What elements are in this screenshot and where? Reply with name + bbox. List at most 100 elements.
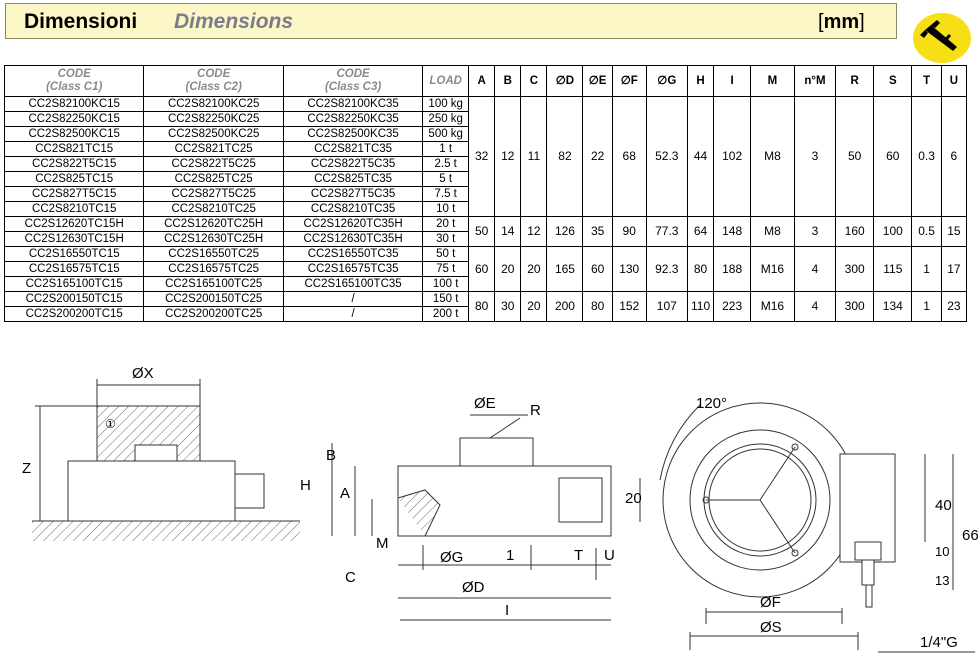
code-cell: CC2S16550TC25 (143, 246, 284, 262)
dimension-cell: 300 (835, 246, 875, 292)
dimension-cell: 20 (520, 291, 548, 322)
code-cell: CC2S12620TC25H (143, 216, 284, 232)
front-view (331, 414, 641, 621)
dimension-cell: 80 (686, 246, 715, 292)
code-cell: CC2S827T5C35 (282, 186, 424, 202)
label-66: 66 (962, 527, 979, 544)
dimension-cell: 60 (468, 246, 496, 292)
code-cell: CC2S822T5C15 (3, 156, 145, 172)
dimension-cell: 17 (940, 246, 968, 292)
load-cell: 50 t (422, 246, 470, 262)
dimension-cell: 4 (793, 291, 837, 322)
load-cell: 75 t (422, 261, 470, 277)
dimension-cell: 1 (911, 246, 942, 292)
dimension-cell: 23 (940, 291, 968, 322)
dimensions-table: CODE(Class C1) CODE(Class C2) CODE(Class… (3, 65, 968, 322)
dimension-cell: 44 (686, 96, 715, 217)
code-cell: CC2S822T5C25 (143, 156, 284, 172)
code-cell: CC2S827T5C25 (143, 186, 284, 202)
header-col: I (713, 65, 752, 97)
header-col: A (468, 65, 496, 97)
code-cell: / (282, 291, 424, 307)
load-cell: 30 t (422, 231, 470, 247)
label-angle: 120° (696, 395, 727, 412)
code-cell: CC2S825TC15 (3, 171, 145, 187)
load-cell: 7.5 t (422, 186, 470, 202)
label-ox: ØX (132, 365, 154, 382)
dimension-cell: 160 (835, 216, 875, 247)
code-cell: CC2S82250KC15 (3, 111, 145, 127)
dimension-cell: M8 (750, 216, 795, 247)
side-view (32, 379, 300, 541)
dimension-cell: 80 (582, 291, 613, 322)
header-code-c3: CODE(Class C3) (282, 65, 424, 97)
dimension-cell: M16 (750, 291, 795, 322)
dimension-cell: 148 (713, 216, 752, 247)
code-cell: CC2S165100TC35 (282, 276, 424, 292)
dimension-cell: 1 (911, 291, 942, 322)
load-cell: 150 t (422, 291, 470, 307)
header-col: ∅D (546, 65, 584, 97)
code-cell: CC2S82100KC35 (282, 96, 424, 112)
dimension-cell: 6 (940, 96, 968, 217)
dimension-cell: 0.3 (911, 96, 942, 217)
header-col: T (911, 65, 942, 97)
label-og: ØG (440, 549, 463, 566)
code-cell: CC2S16550TC15 (3, 246, 145, 262)
dimension-cell: 223 (713, 291, 752, 322)
dimension-cell: 165 (546, 246, 584, 292)
header-code-c2: CODE(Class C2) (143, 65, 284, 97)
label-20: 20 (625, 490, 642, 507)
header-col: H (686, 65, 715, 97)
label-thread: 1/4"G (920, 634, 958, 651)
code-cell: CC2S825TC35 (282, 171, 424, 187)
load-cell: 200 t (422, 306, 470, 322)
dimension-cell: 80 (468, 291, 496, 322)
dimension-cell: 14 (494, 216, 522, 247)
code-cell: CC2S82100KC15 (3, 96, 145, 112)
label-oe: ØE (474, 395, 496, 412)
load-cell: 5 t (422, 171, 470, 187)
dimension-cell: 4 (793, 246, 837, 292)
label-1: 1 (506, 547, 514, 564)
dimension-cell: 82 (546, 96, 584, 217)
load-cell: 100 t (422, 276, 470, 292)
dimension-cell: 32 (468, 96, 496, 217)
code-cell: CC2S82500KC15 (3, 126, 145, 142)
dimension-cell: 100 (873, 216, 913, 247)
dimension-cell: 130 (611, 246, 647, 292)
code-cell: CC2S16550TC35 (282, 246, 424, 262)
dimension-cell: 50 (835, 96, 875, 217)
top-view (659, 402, 975, 653)
dimension-cell: 12 (520, 216, 548, 247)
dimension-cell: 300 (835, 291, 875, 322)
label-c: C (345, 569, 356, 586)
label-z: Z (22, 460, 31, 477)
dimension-cell: 0.5 (911, 216, 942, 247)
unit-label: [mm] (818, 11, 865, 33)
code-cell: CC2S165100TC15 (3, 276, 145, 292)
code-cell: CC2S12630TC15H (3, 231, 145, 247)
code-cell: CC2S12630TC35H (282, 231, 424, 247)
dimension-cell: 200 (546, 291, 584, 322)
header-col: n°M (793, 65, 837, 97)
header-col: R (835, 65, 875, 97)
code-cell: CC2S12620TC15H (3, 216, 145, 232)
label-a: A (340, 485, 350, 502)
load-cell: 100 kg (422, 96, 470, 112)
dimension-cell: 77.3 (645, 216, 688, 247)
header-col: S (873, 65, 913, 97)
technical-drawings: ØX Z ① ØE R B H A 20 M C ØG 1 T U ØD I 1… (22, 365, 979, 653)
code-cell: CC2S82250KC25 (143, 111, 284, 127)
caliper-icon (913, 13, 971, 63)
dimension-cell: 152 (611, 291, 647, 322)
section-header: Dimensioni Dimensions [mm] (5, 3, 897, 39)
